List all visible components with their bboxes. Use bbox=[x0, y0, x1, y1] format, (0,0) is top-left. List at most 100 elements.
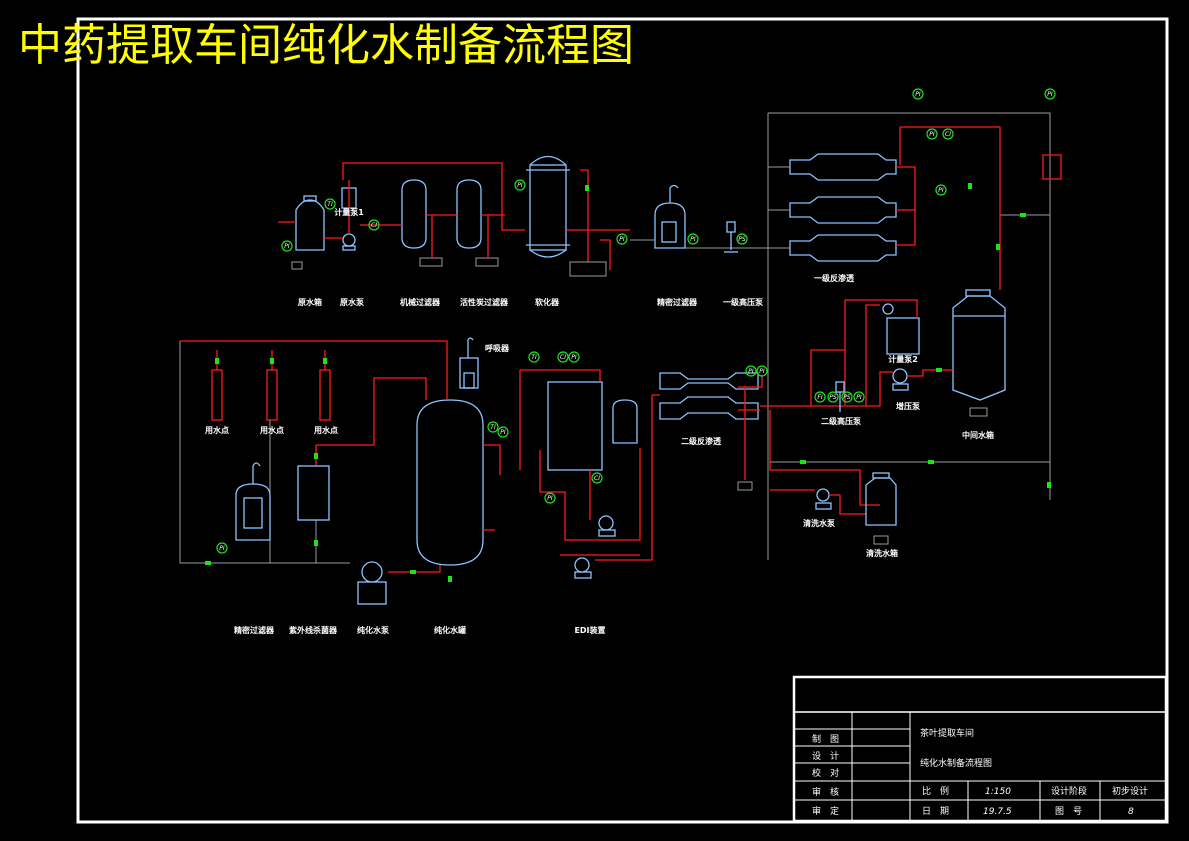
purified-water-tank bbox=[416, 399, 484, 566]
instrument-pi: PI bbox=[935, 184, 947, 196]
instrument-pi: PI bbox=[616, 233, 628, 245]
instrument-ps: PS bbox=[827, 391, 839, 403]
edi-unit bbox=[547, 381, 638, 579]
instrument-pi: PI bbox=[216, 542, 228, 554]
softener bbox=[526, 155, 570, 258]
svg-text:CI: CI bbox=[560, 354, 566, 361]
label-clean-tank: 清洗水箱 bbox=[866, 548, 898, 558]
uv-sterilizer bbox=[297, 465, 330, 521]
instrument-pi: PI bbox=[853, 391, 865, 403]
drawing-no-value: 8 bbox=[1128, 807, 1134, 817]
svg-text:PS: PS bbox=[829, 394, 837, 401]
svg-text:PI: PI bbox=[759, 368, 765, 375]
label-ro-1: 一级反渗透 bbox=[814, 273, 854, 283]
instrument-pi: PI bbox=[497, 426, 509, 438]
mechanical-filter bbox=[401, 179, 443, 267]
svg-text:PI: PI bbox=[915, 91, 921, 98]
svg-text:PS: PS bbox=[843, 394, 851, 401]
label-raw-tank: 原水箱 bbox=[298, 297, 322, 307]
row-reviewed: 审 核 bbox=[812, 786, 839, 798]
activated-carbon-filter bbox=[456, 179, 499, 267]
label-hp-pump-2: 二级高压泵 bbox=[821, 416, 861, 426]
instrument-pi: PI bbox=[514, 179, 526, 191]
stage-value: 初步设计 bbox=[1112, 785, 1148, 797]
instrument-ps: PS bbox=[736, 233, 748, 245]
label-pure-pump: 纯化水泵 bbox=[357, 625, 389, 635]
drawing-no-label: 图 号 bbox=[1055, 806, 1082, 817]
svg-text:CI: CI bbox=[594, 475, 600, 482]
svg-text:PI: PI bbox=[500, 429, 506, 436]
label-use-point: 用水点 bbox=[313, 425, 338, 435]
row-checked: 校 对 bbox=[812, 767, 839, 779]
instrument-ci: CI bbox=[557, 351, 569, 363]
booster-pump bbox=[892, 368, 909, 391]
high-pressure-pump-1 bbox=[724, 221, 738, 253]
instrument-ci: CI bbox=[591, 472, 603, 484]
precision-filter-2 bbox=[235, 462, 271, 541]
label-hp-pump-1: 一级高压泵 bbox=[723, 297, 763, 307]
instrument-pi: PI bbox=[756, 365, 768, 377]
scale-value: 1:150 bbox=[985, 787, 1011, 797]
svg-text:PI: PI bbox=[219, 545, 225, 552]
label-softener: 软化器 bbox=[535, 297, 560, 307]
svg-text:TI: TI bbox=[531, 354, 537, 361]
svg-text:TI: TI bbox=[490, 424, 496, 431]
instrument-fi: FI bbox=[814, 391, 826, 403]
svg-text:PI: PI bbox=[856, 394, 862, 401]
label-edi: EDI装置 bbox=[574, 625, 605, 635]
svg-text:PI: PI bbox=[619, 236, 625, 243]
svg-text:PI: PI bbox=[284, 243, 290, 250]
label-ro-2: 二级反渗透 bbox=[681, 436, 721, 446]
svg-text:PI: PI bbox=[547, 495, 553, 502]
svg-text:PI: PI bbox=[748, 368, 754, 375]
instrument-ti: TI bbox=[487, 421, 499, 433]
svg-text:CI: CI bbox=[945, 131, 951, 138]
cleaning-water-tank bbox=[865, 472, 897, 545]
svg-text:TI: TI bbox=[327, 201, 333, 208]
title-block bbox=[792, 675, 1168, 823]
svg-text:PI: PI bbox=[571, 354, 577, 361]
svg-text:FI: FI bbox=[817, 394, 822, 401]
high-pressure-pump-2 bbox=[835, 381, 845, 412]
instrument-pi: PI bbox=[568, 351, 580, 363]
purified-water-pump bbox=[357, 561, 387, 605]
instrument-pi: PI bbox=[544, 492, 556, 504]
instrument-pi: PI bbox=[687, 233, 699, 245]
drawing-name: 纯化水制备流程图 bbox=[920, 757, 992, 769]
date-label: 日 期 bbox=[922, 806, 949, 817]
row-designed: 设 计 bbox=[812, 750, 839, 762]
instrument-pi: PI bbox=[912, 88, 924, 100]
label-use-point: 用水点 bbox=[204, 425, 229, 435]
label-dosing-pump-1: 计量泵1 bbox=[334, 207, 364, 217]
label-dosing-pump-2: 计量泵2 bbox=[888, 354, 918, 364]
breather bbox=[459, 337, 479, 389]
title-block-text: 制 图 设 计 校 对 审 核 审 定 茶叶提取车间 纯化水制备流程图 比 例 … bbox=[812, 727, 1148, 817]
svg-text:PI: PI bbox=[929, 131, 935, 138]
svg-text:CI: CI bbox=[371, 222, 377, 229]
dosing-pump-2 bbox=[882, 303, 920, 355]
date-value: 19.7.5 bbox=[983, 807, 1012, 817]
svg-text:PI: PI bbox=[517, 182, 523, 189]
svg-text:PI: PI bbox=[938, 187, 944, 194]
drawing-frame bbox=[76, 17, 1169, 824]
second-stage-ro bbox=[659, 372, 759, 420]
valves bbox=[205, 183, 1051, 582]
project-name: 茶叶提取车间 bbox=[920, 727, 974, 739]
svg-text:PS: PS bbox=[738, 236, 746, 243]
intermediate-water-tank bbox=[952, 289, 1006, 417]
label-carbon-filter: 活性炭过滤器 bbox=[460, 297, 509, 307]
svg-text:PI: PI bbox=[690, 236, 696, 243]
instrument-pi: PI bbox=[281, 240, 293, 252]
label-uv: 紫外线杀菌器 bbox=[289, 625, 338, 635]
label-mid-tank: 中间水箱 bbox=[962, 430, 994, 440]
label-breather: 呼吸器 bbox=[485, 343, 510, 353]
equipment-labels: 原水箱 原水泵 计量泵1 机械过滤器 活性炭过滤器 软化器 精密过滤器 一级高压… bbox=[204, 207, 994, 635]
drawing-title: 中药提取车间纯化水制备流程图 bbox=[18, 20, 634, 71]
cleaning-water-pump bbox=[815, 488, 832, 510]
instrument-ps: PS bbox=[841, 391, 853, 403]
scale-label: 比 例 bbox=[922, 785, 949, 797]
stage-label: 设计阶段 bbox=[1051, 785, 1087, 797]
row-approved: 审 定 bbox=[812, 805, 839, 817]
label-precision-filter-2: 精密过滤器 bbox=[234, 625, 275, 635]
